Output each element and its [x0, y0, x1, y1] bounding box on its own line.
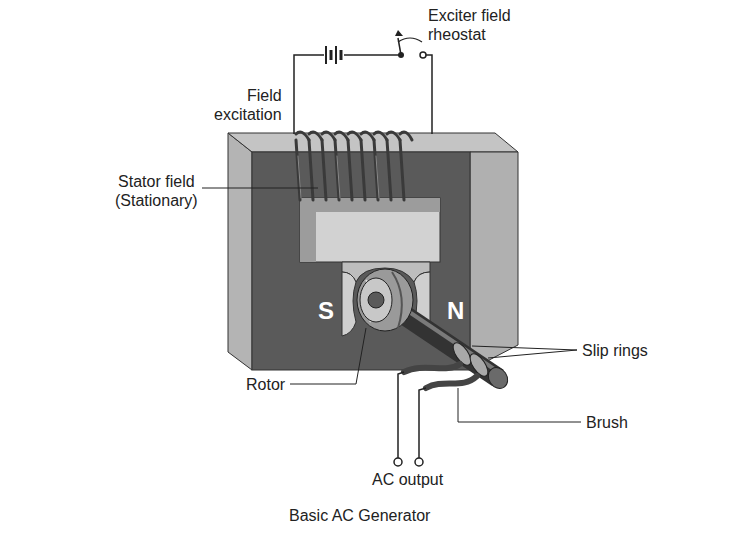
slip-ring — [450, 340, 491, 379]
rotor — [357, 269, 413, 331]
pole-face — [342, 272, 356, 336]
frame-window-shade — [300, 198, 440, 262]
part-label: Stator field (Stationary) — [115, 172, 198, 210]
caption: Basic AC Generator — [289, 506, 430, 525]
part-label: N — [447, 297, 464, 325]
part-label: Brush — [586, 413, 628, 432]
part-label: S — [318, 297, 334, 325]
output-terminal — [394, 458, 423, 466]
part-label: Rotor — [246, 375, 285, 394]
frame-window — [300, 198, 440, 262]
battery-symbol — [326, 46, 341, 64]
output-lead — [398, 372, 426, 458]
frame-side — [228, 133, 252, 370]
part-label: Field excitation — [214, 86, 282, 124]
field-coil — [296, 132, 412, 200]
frame-side — [470, 152, 518, 370]
part-label: Exciter field rheostat — [428, 6, 528, 44]
excitation-wire — [294, 55, 432, 134]
brush — [404, 364, 477, 388]
part-label: AC output — [372, 470, 443, 489]
rheostat-symbol — [395, 30, 426, 58]
part-label: Slip rings — [582, 341, 648, 360]
leader-line — [202, 188, 581, 422]
